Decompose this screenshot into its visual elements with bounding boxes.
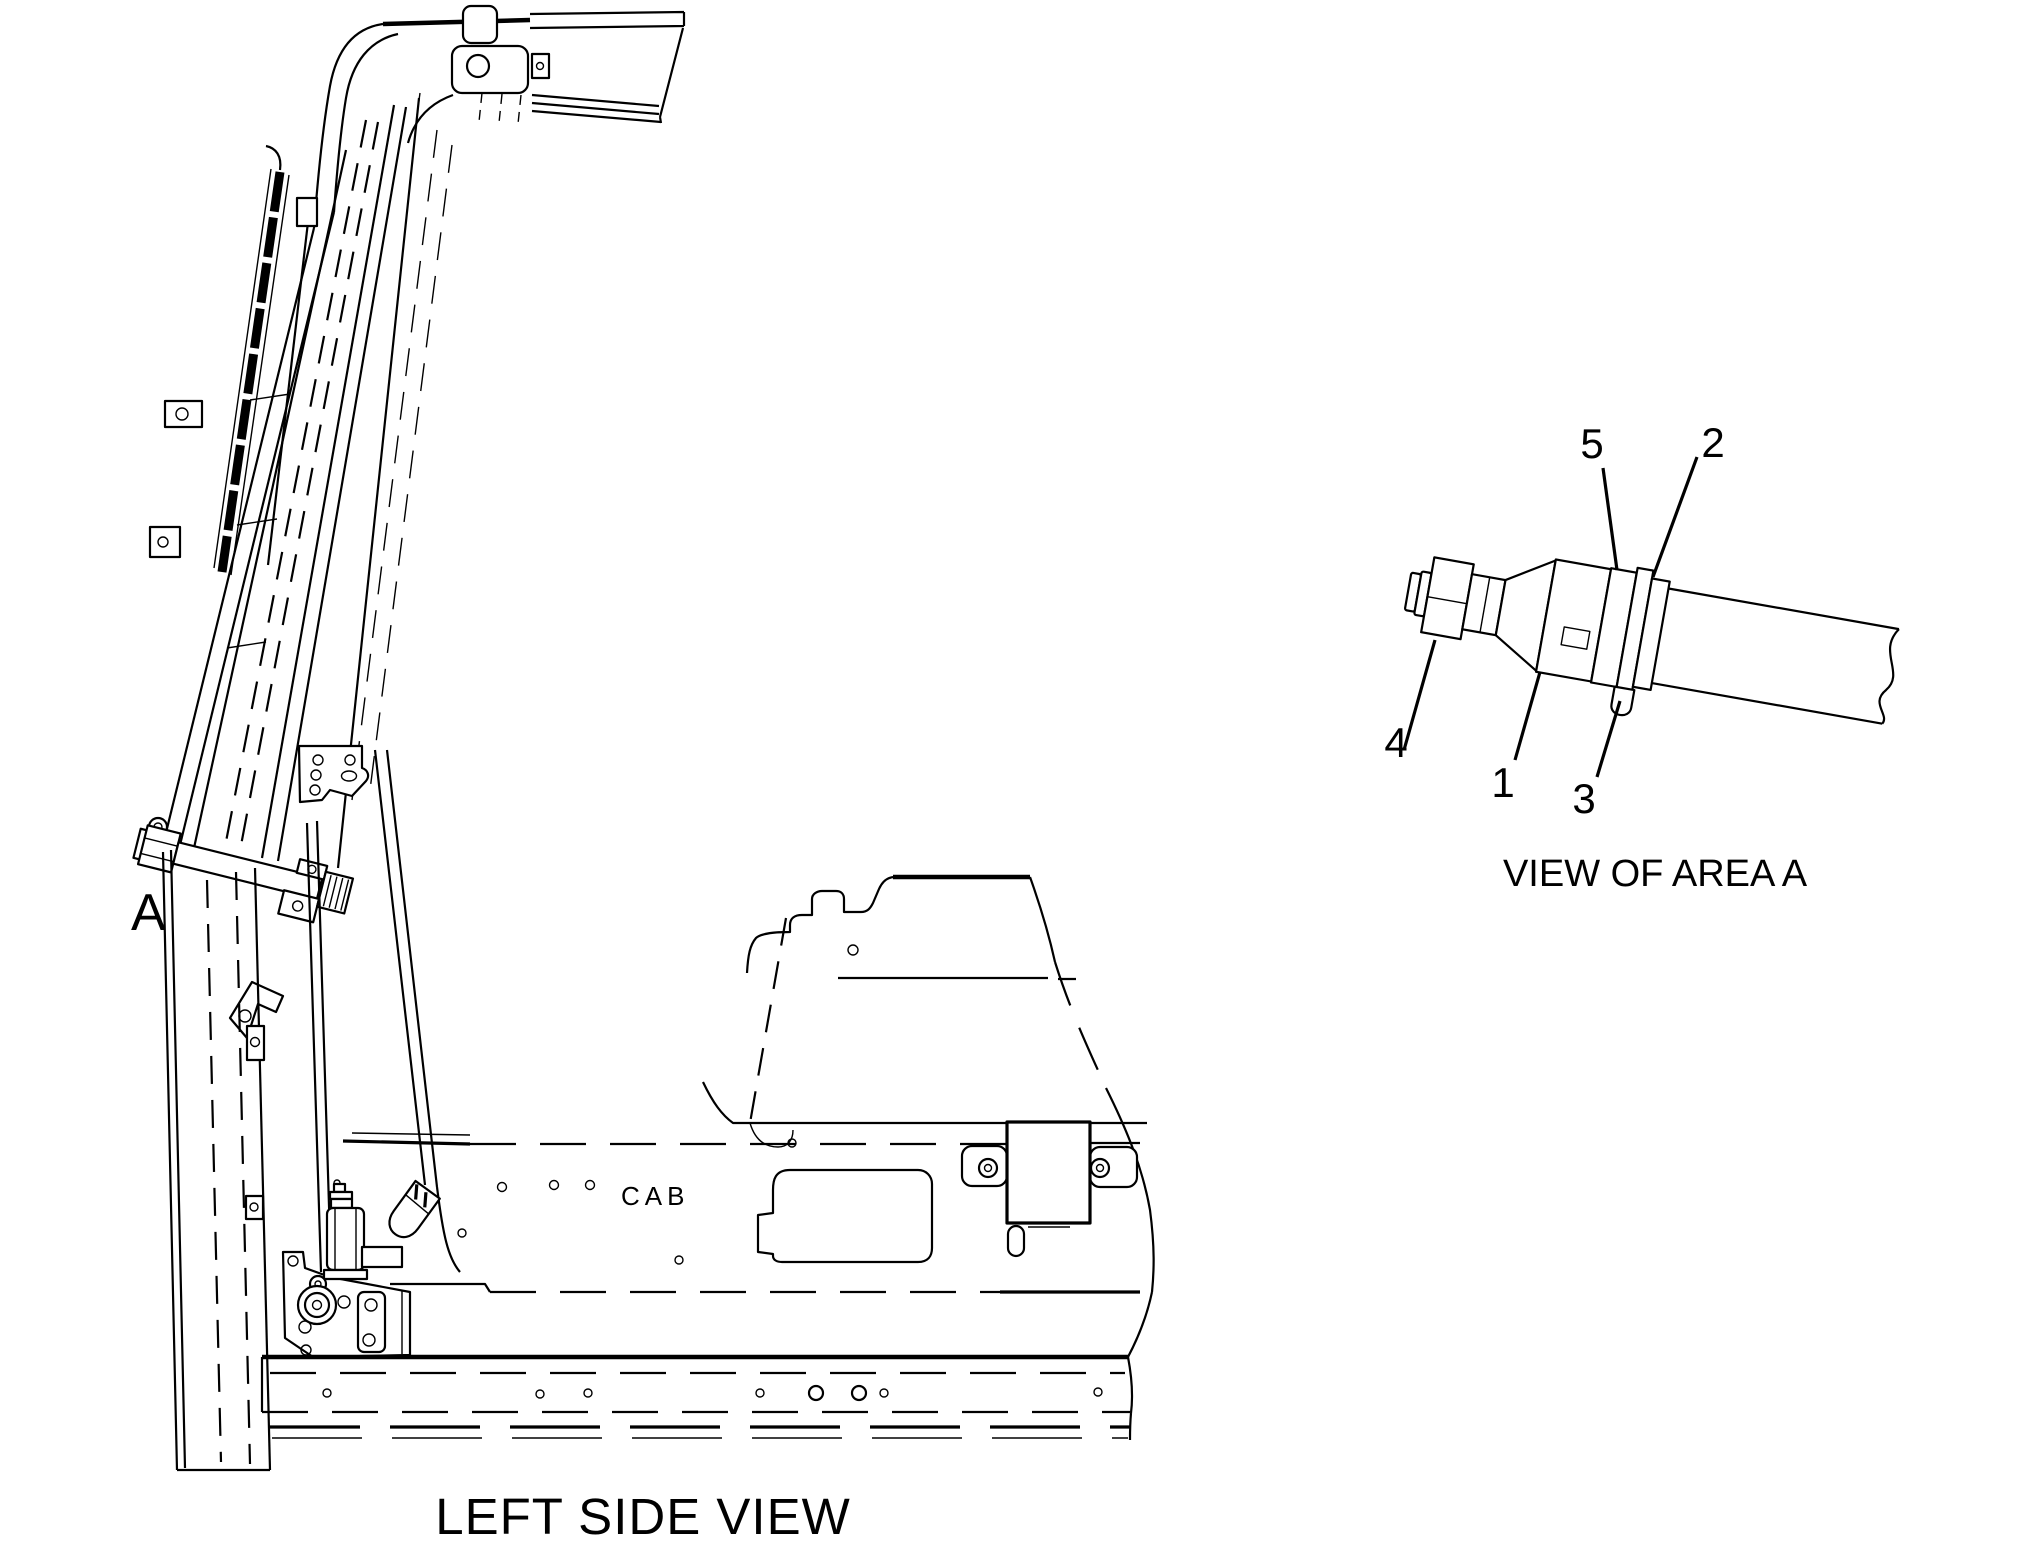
roof-small-bracket: [530, 52, 551, 80]
leader-line-4: [1402, 639, 1437, 751]
loose-cylinder-part: [388, 1179, 441, 1239]
roof-tab: [461, 4, 499, 45]
panel-plate: [245, 1024, 266, 1062]
wiper-motor-assembly: [281, 1179, 441, 1359]
detail-clamp-lug: [1610, 685, 1636, 717]
leader-line-3: [1595, 700, 1622, 778]
detail-tube: [1651, 587, 1900, 725]
door-recess: [756, 1168, 934, 1264]
front-pillar: [148, 97, 453, 869]
wiper-pivot: [295, 196, 319, 228]
left-side-view-caption: LEFT SIDE VIEW: [435, 1488, 850, 1545]
bolt-holes: [457, 1138, 797, 1265]
cab-label: CAB: [621, 1181, 689, 1211]
roof-bracket-plate: [450, 44, 530, 95]
area-a-sensor-assembly: A: [131, 816, 355, 942]
callout-2[interactable]: 2: [1701, 419, 1724, 466]
view-of-area-a: 5 2 4 1 3 VIEW OF AREA A: [1384, 419, 1900, 895]
roof-assembly: [312, 4, 686, 229]
door-frame: [745, 874, 1155, 1293]
callout-5[interactable]: 5: [1580, 420, 1603, 467]
callout-1[interactable]: 1: [1491, 759, 1514, 806]
cab-body: CAB: [260, 874, 1155, 1441]
detail-tube-break: [1878, 628, 1900, 725]
hinge-block: [1005, 1120, 1092, 1225]
pillar-gusset-plate: [297, 744, 370, 804]
pillar-clip: [148, 525, 182, 559]
sensor-detail-part: [1403, 556, 1900, 725]
hinge-assembly: [960, 1120, 1139, 1258]
sensor-boot: [315, 870, 355, 915]
detail-ring: [1631, 577, 1671, 692]
leader-line-2: [1651, 456, 1699, 578]
motor-link-bracket: [360, 1245, 404, 1269]
wiper-arm: [266, 196, 319, 566]
motor-sub-bracket: [356, 1290, 387, 1354]
left-side-view: A: [131, 4, 1155, 1545]
motor-body: [325, 1206, 366, 1272]
front-lower-panel: [161, 849, 272, 1472]
wiper-linkage-strut: [228, 749, 461, 1291]
callout-4[interactable]: 4: [1384, 719, 1407, 766]
callout-leaders: [1402, 456, 1699, 778]
area-a-marker: A: [131, 884, 166, 942]
pillar-clip: [163, 399, 204, 429]
motor-pulley: [296, 1284, 338, 1326]
leader-line-1: [1513, 671, 1542, 761]
wiper-blade: [213, 144, 290, 576]
leader-line-5: [1601, 467, 1619, 571]
detail-view-caption: VIEW OF AREA A: [1503, 853, 1808, 895]
callout-3[interactable]: 3: [1572, 775, 1595, 822]
bottom-rail: [260, 1291, 1154, 1441]
panel-plate: [244, 1194, 265, 1221]
